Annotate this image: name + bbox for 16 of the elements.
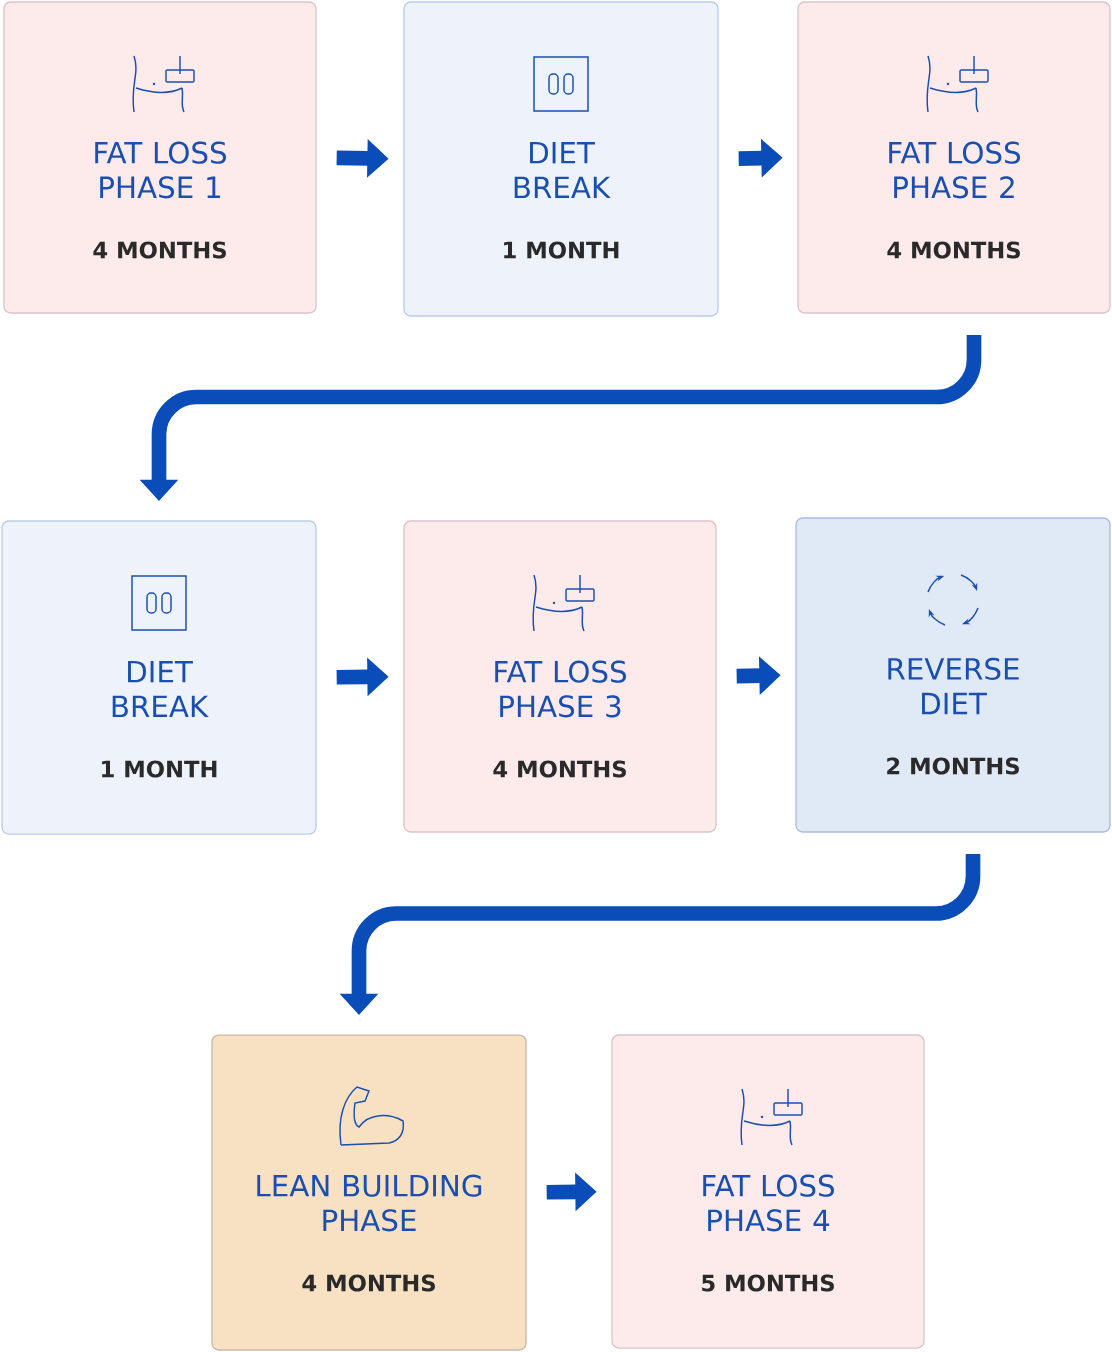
step-title: REVERSE DIET <box>888 657 1019 715</box>
duration-text: 1 MONTH <box>504 241 619 259</box>
step-title: DIET BREAK <box>112 660 209 718</box>
step-title: FAT LOSS PHASE 4 <box>703 1174 835 1232</box>
duration-text: 4 MONTHS <box>93 241 226 259</box>
duration-text: 4 MONTHS <box>493 760 626 778</box>
duration-text: 4 MONTHS <box>302 1274 435 1292</box>
step-title: FAT LOSS PHASE 2 <box>889 141 1020 199</box>
step-title: FAT LOSS PHASE 1 <box>95 141 226 199</box>
duration-text: 2 MONTHS <box>887 757 1019 775</box>
duration-text: 4 MONTHS <box>887 241 1020 259</box>
step-title: DIET BREAK <box>514 141 611 199</box>
step-title: LEAN BUILDING PHASE <box>257 1174 482 1232</box>
duration-text: 5 MONTHS <box>702 1274 834 1292</box>
step-title: FAT LOSS PHASE 3 <box>495 660 626 718</box>
duration-text: 1 MONTH <box>102 760 217 778</box>
